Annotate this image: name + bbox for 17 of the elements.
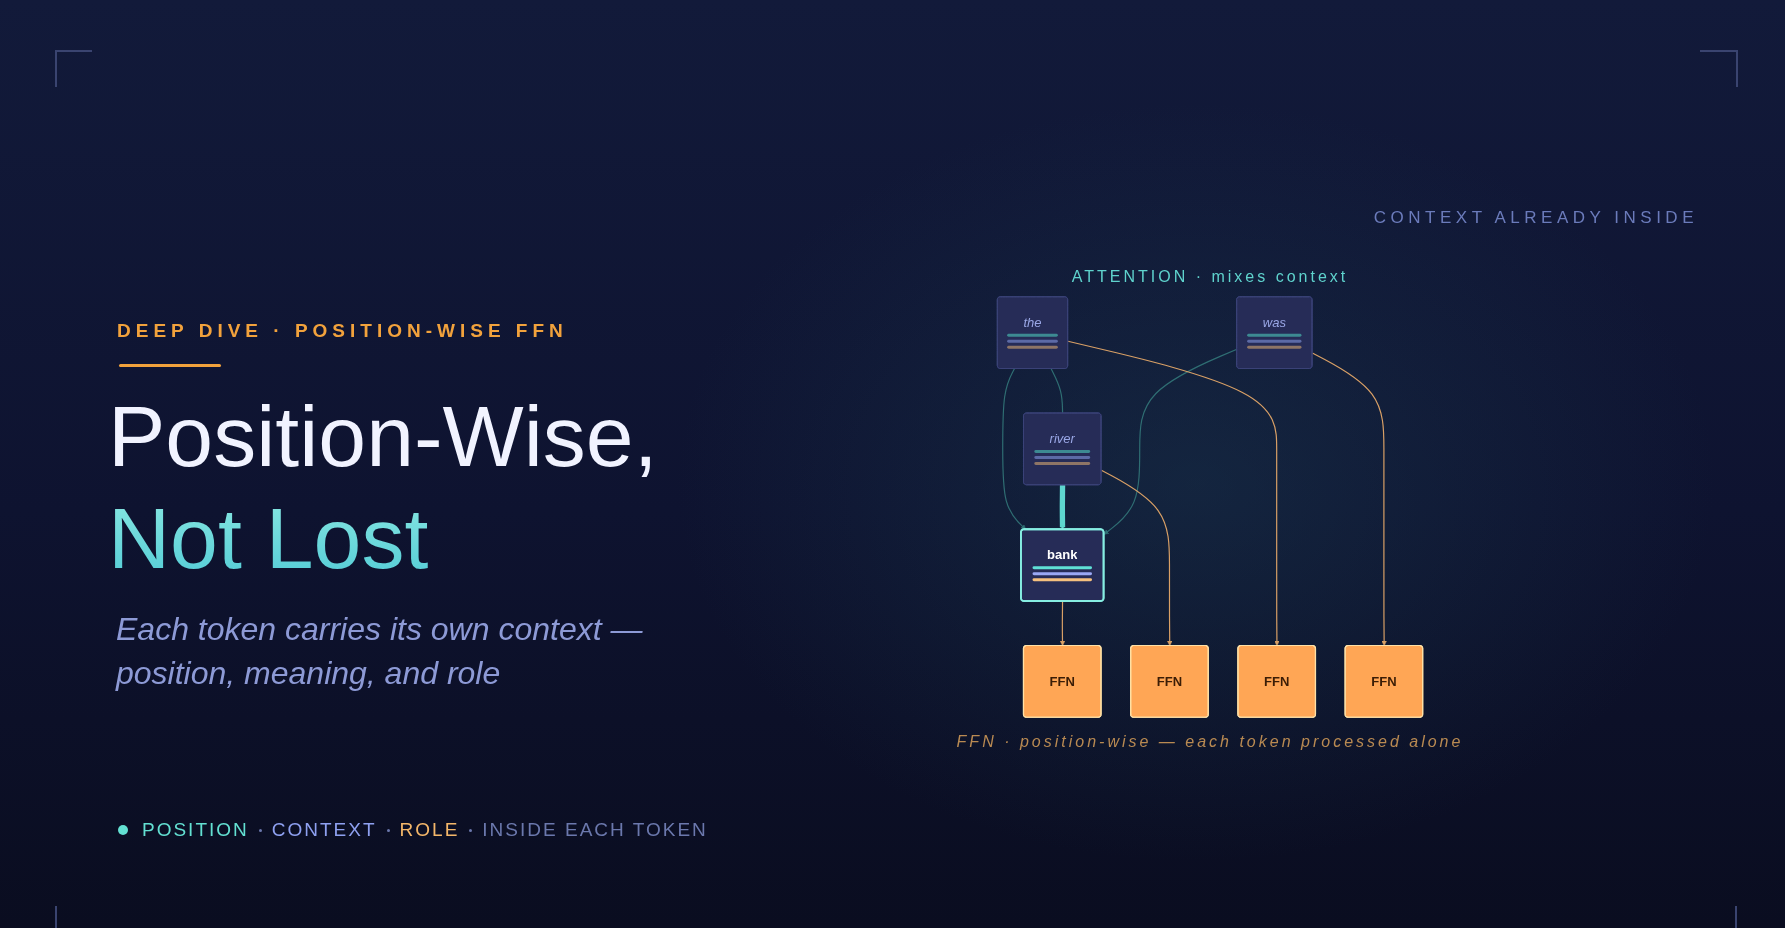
arrow bbox=[1067, 340, 1280, 646]
section-label: CONTEXT ALREADY INSIDE bbox=[1373, 208, 1698, 228]
ffn-caption: FFN · position-wise — each token processed alone bbox=[956, 733, 1464, 751]
feature-label: ROLE bbox=[399, 819, 460, 841]
connector bbox=[1050, 368, 1064, 414]
arrow bbox=[1002, 368, 1027, 530]
arrow bbox=[1100, 469, 1173, 646]
attention-label: ATTENTION · mixes context bbox=[1071, 268, 1349, 286]
footer-note: INSIDE EACH TOKEN bbox=[482, 819, 708, 841]
arrow bbox=[1311, 352, 1387, 646]
arrow bbox=[1059, 485, 1066, 530]
arrow bbox=[1059, 600, 1066, 646]
feature-label: CONTEXT bbox=[271, 819, 377, 841]
arrow bbox=[1103, 348, 1238, 535]
feature-label: POSITION bbox=[142, 819, 249, 841]
subtitle-text: Each token carries its own context — position, meaning, and role bbox=[116, 610, 644, 693]
eyebrow-label: DEEP DIVE · POSITION-WISE FFN bbox=[117, 320, 568, 342]
